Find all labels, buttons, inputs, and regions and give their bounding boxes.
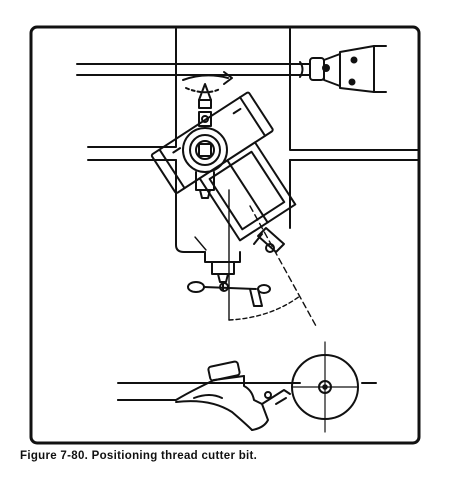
figure-frame	[31, 27, 419, 443]
lower-carriage	[118, 361, 290, 430]
cutter-disc	[292, 342, 358, 432]
figure-caption: Figure 7-80. Positioning thread cutter b…	[20, 450, 258, 462]
machine-column	[88, 29, 418, 252]
tool-post-knob	[254, 228, 284, 252]
feed-handle	[188, 252, 270, 306]
rotation-arrow-icon	[183, 72, 232, 92]
angle-guide-lines	[195, 190, 316, 326]
spindle-and-chuck	[77, 46, 386, 92]
cutter-head	[183, 112, 227, 198]
tool-holder-assembly	[151, 92, 314, 256]
cutter-bit-tip	[199, 84, 211, 108]
